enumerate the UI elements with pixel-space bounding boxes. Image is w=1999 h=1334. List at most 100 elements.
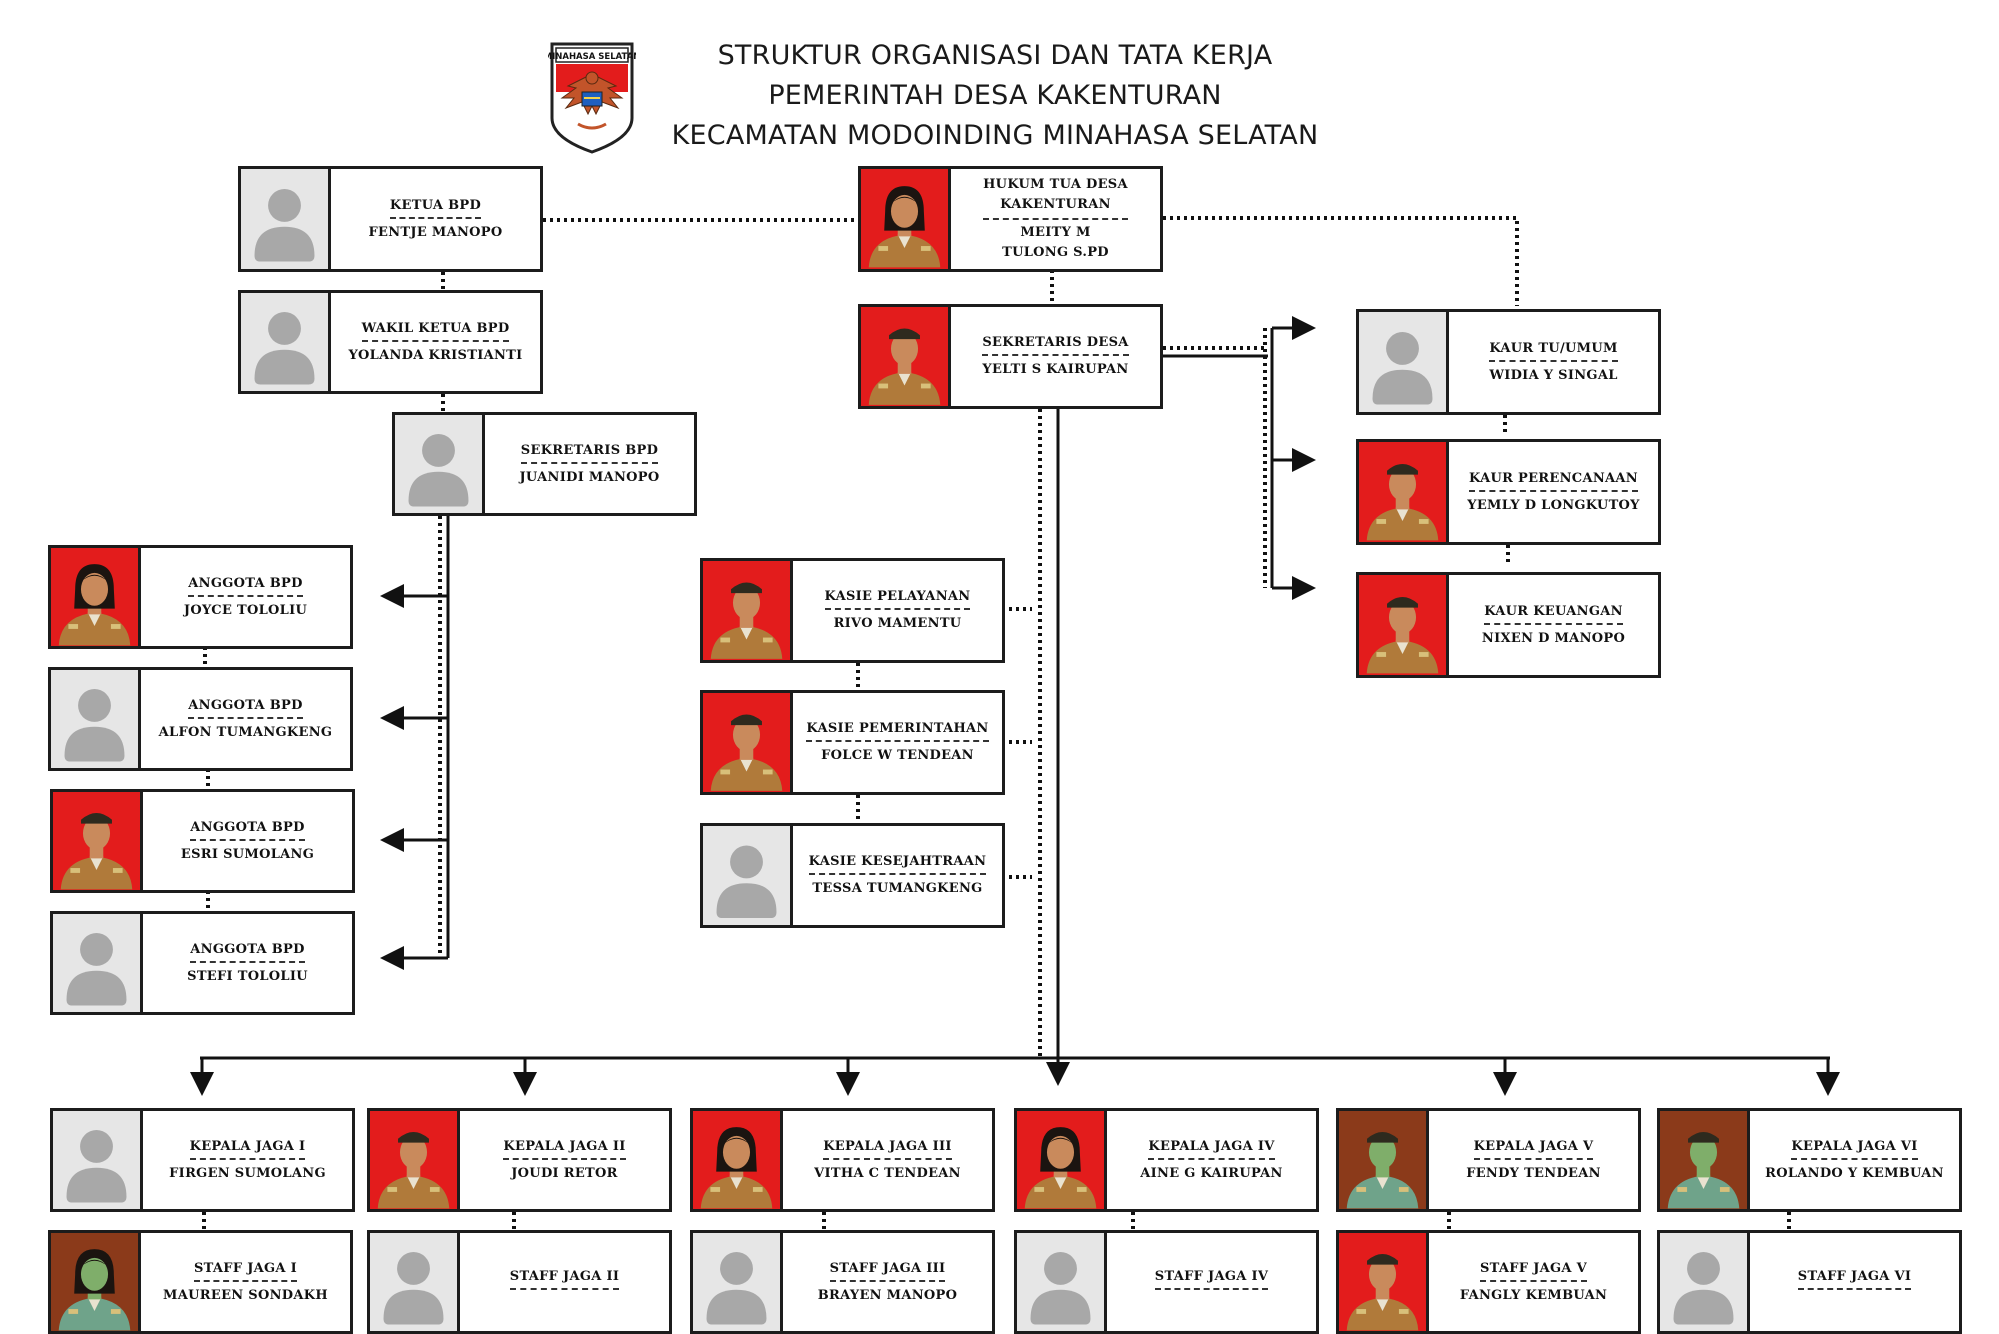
card-name: JOUDI RETOR [511,1165,618,1181]
photo-ketua-bpd [241,169,331,269]
photo-kepala-jaga-4 [1017,1111,1107,1209]
person-photo-icon [1667,1131,1740,1209]
photo-anggota-bpd-4 [53,914,143,1012]
card-kasie-kesejahtraan: KASIE KESEJAHTRAAN TESSA TUMANGKENG [700,823,1005,928]
photo-anggota-bpd-3 [53,792,143,890]
card-role-hukum-tua: HUKUM TUA DESA KAKENTURAN [983,175,1128,220]
card-staff-jaga-5: STAFF JAGA V FANGLY KEMBUAN [1336,1230,1641,1334]
avatar-placeholder-icon [66,1130,127,1203]
card-role: KASIE PEMERINTAHAN [806,721,989,742]
card-role: ANGGOTA BPD [190,942,305,963]
photo-kepala-jaga-6 [1660,1111,1750,1209]
photo-kasie-pemerintahan [703,693,793,792]
card-role: KAUR TU/UMUM [1489,341,1618,362]
photo-staff-jaga-1 [51,1233,141,1331]
card-hukum-tua: HUKUM TUA DESA KAKENTURAN MEITY M TULONG… [858,166,1163,272]
card-name: RIVO MAMENTU [833,616,962,631]
person-photo-icon [1366,463,1439,541]
card-name: AINE G KAIRUPAN [1140,1165,1283,1181]
photo-sekretaris-bpd [395,415,485,513]
card-kasie-pemerintahan: KASIE PEMERINTAHAN FOLCE W TENDEAN [700,690,1005,795]
card-kepala-jaga-4: KEPALA JAGA IV AINE G KAIRUPAN [1014,1108,1319,1212]
photo-staff-jaga-4 [1017,1233,1107,1331]
photo-wakil-ketua-bpd [241,293,331,391]
card-role: STAFF JAGA VI [1797,1269,1912,1290]
photo-sekretaris-desa [861,307,951,406]
minahasa-selatan-logo: MINAHASA SELATAN [548,42,636,154]
card-role: STAFF JAGA I [193,1261,298,1282]
card-name: MAUREEN SONDAKH [163,1287,328,1303]
person-photo-icon [868,328,941,405]
card-role: KAUR PERENCANAAN [1469,471,1638,492]
person-photo-icon [700,1127,773,1209]
title-line-2: PEMERINTAH DESA KAKENTURAN [768,80,1222,111]
card-anggota-bpd-3: ANGGOTA BPD ESRI SUMOLANG [50,789,355,893]
card-name-hukum-tua: MEITY M TULONG S.PD [1002,223,1109,263]
card-role: WAKIL KETUA BPD [361,321,510,342]
photo-staff-jaga-5 [1339,1233,1429,1331]
photo-kepala-jaga-5 [1339,1111,1429,1209]
person-photo-icon [868,186,941,268]
card-role: ANGGOTA BPD [188,576,303,597]
avatar-placeholder-icon [66,933,127,1006]
card-kasie-pelayanan: KASIE PELAYANAN RIVO MAMENTU [700,558,1005,663]
role-line-1: HUKUM TUA DESA [983,177,1128,192]
card-name: BRAYEN MANOPO [817,1287,958,1303]
avatar-placeholder-icon [706,1252,767,1325]
photo-kasie-pelayanan [703,561,793,660]
avatar-placeholder-icon [64,689,125,762]
card-name: ROLANDO Y KEMBUAN [1765,1165,1944,1181]
card-staff-jaga-4: STAFF JAGA IV [1014,1230,1319,1334]
name-line-2: TULONG S.PD [1002,245,1109,260]
card-role: SEKRETARIS BPD [520,443,659,464]
card-role: SEKRETARIS DESA [982,335,1129,356]
photo-staff-jaga-3 [693,1233,783,1331]
avatar-placeholder-icon [1673,1252,1734,1325]
title-line-1: STRUKTUR ORGANISASI DAN TATA KERJA [717,40,1273,71]
card-name: FENTJE MANOPO [368,224,503,240]
photo-hukum-tua [861,169,951,269]
card-role: KEPALA JAGA IV [1148,1139,1275,1160]
card-name: FANGLY KEMBUAN [1459,1287,1608,1303]
card-name: JOYCE TOLOLIU [183,602,308,618]
card-name: ESRI SUMOLANG [180,846,315,862]
card-name: TESSA TUMANGKENG [812,881,983,896]
card-role: KASIE PELAYANAN [824,589,971,610]
photo-kepala-jaga-2 [370,1111,460,1209]
card-name: FOLCE W TENDEAN [821,748,974,763]
avatar-placeholder-icon [1030,1252,1091,1325]
person-photo-icon [58,564,131,646]
card-name: STEFI TOLOLIU [187,968,308,984]
card-staff-jaga-6: STAFF JAGA VI [1657,1230,1962,1334]
person-photo-icon [710,582,783,659]
avatar-placeholder-icon [254,189,315,262]
card-role: KASIE KESEJAHTRAAN [808,854,987,875]
person-photo-icon [1024,1127,1097,1209]
card-role: STAFF JAGA V [1479,1261,1588,1282]
photo-kasie-kesejahtraan [703,826,793,925]
card-name: VITHA C TENDEAN [814,1165,961,1181]
card-role: KEPALA JAGA V [1473,1139,1594,1160]
card-name: ALFON TUMANGKENG [158,724,333,740]
avatar-placeholder-icon [383,1252,444,1325]
card-name: FIRGEN SUMOLANG [169,1165,326,1181]
photo-staff-jaga-2 [370,1233,460,1331]
photo-anggota-bpd-1 [51,548,141,646]
title-line-3: KECAMATAN MODOINDING MINAHASA SELATAN [671,120,1319,151]
photo-kepala-jaga-3 [693,1111,783,1209]
person-photo-icon [710,714,783,791]
card-role: ANGGOTA BPD [190,820,305,841]
card-role: KETUA BPD [389,198,482,219]
card-name: YELTI S KAIRUPAN [982,362,1129,377]
card-name: WIDIA Y SINGAL [1489,367,1618,383]
person-photo-icon [60,812,133,890]
card-role: KEPALA JAGA III [823,1139,952,1160]
photo-kaur-perencanaan [1359,442,1449,542]
card-role: ANGGOTA BPD [188,698,303,719]
